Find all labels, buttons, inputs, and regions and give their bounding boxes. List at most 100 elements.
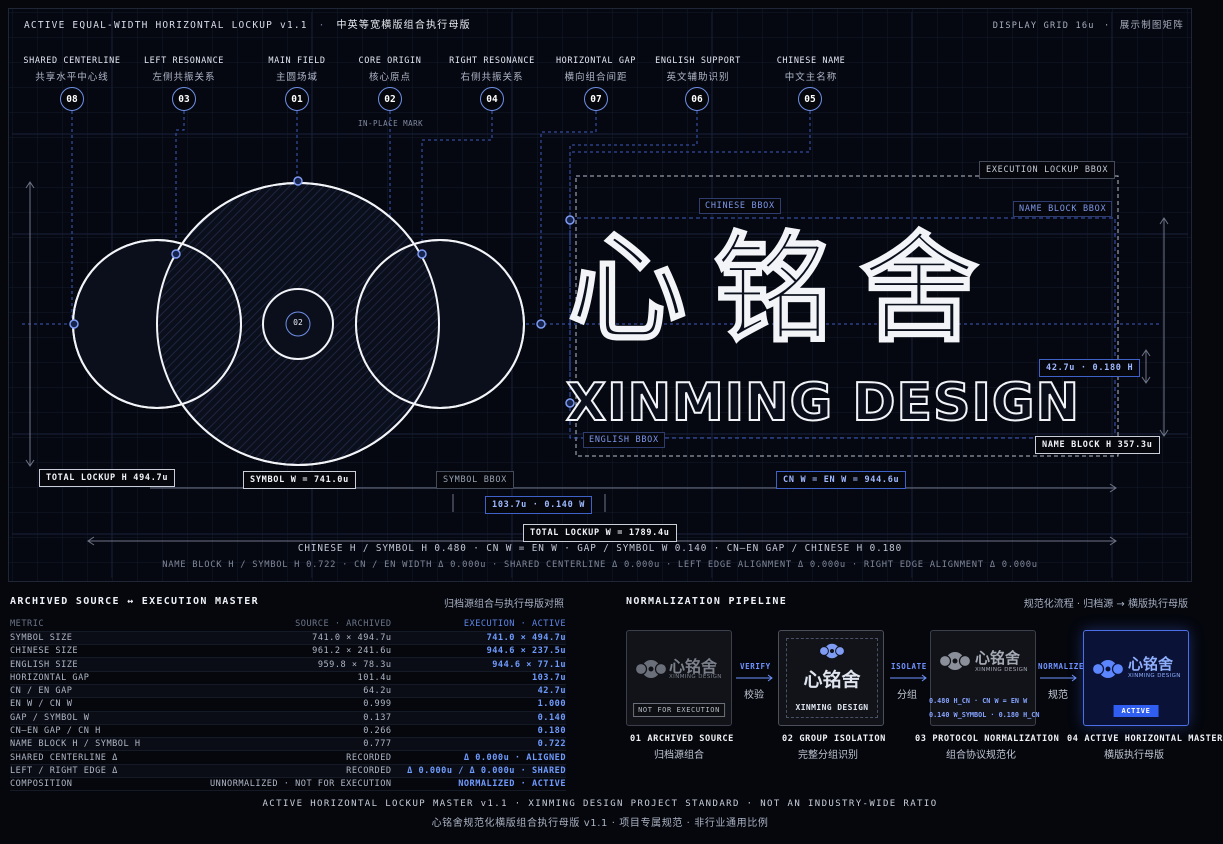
name-block-bbox-tag: NAME BLOCK BBOX (1013, 201, 1113, 217)
pipeline-card-archived: 心铭舍 XINMING DESIGN NOT FOR EXECUTION (626, 630, 732, 726)
arrow-right-icon (890, 674, 927, 682)
execution-bbox-frame (575, 175, 1119, 457)
header-metric: METRIC (10, 619, 45, 630)
page-title: ACTIVE EQUAL-WIDTH HORIZONTAL LOCKUP v1.… (24, 20, 471, 31)
step-title: 02 GROUP ISOLATION (782, 734, 886, 744)
symbol-icon (938, 652, 972, 670)
name-block-bbox-frame (569, 217, 1116, 439)
callout-number-07: 07 (584, 87, 608, 111)
step-cn: 横版执行母版 (1104, 750, 1164, 761)
header-source: SOURCE · ARCHIVED (295, 619, 392, 630)
pipeline-card-isolation: 心铭舍 XINMING DESIGN (778, 630, 884, 726)
name-block-height-tag: NAME BLOCK H 357.3u (1035, 436, 1160, 454)
isolation-frame (786, 638, 878, 718)
normalization-note-1: 0.480 H_CN · CN W = EN W (929, 697, 1028, 705)
arrow-right-icon (736, 674, 773, 682)
callout-number-02: 02 (378, 87, 402, 111)
arrow-verify-cn: 校验 (744, 690, 764, 701)
core-origin-label: 02 (293, 318, 303, 327)
pipeline-card-active: 心铭舍 XINMING DESIGN ACTIVE (1083, 630, 1189, 726)
symbol-mark (72, 182, 525, 466)
pipeline-title-cn: 规范化流程 · 归档源 → 横版执行母版 (1023, 599, 1188, 610)
symbol-icon (1091, 660, 1125, 678)
arrow-verify-label: VERIFY (740, 662, 771, 671)
step-title: 01 ARCHIVED SOURCE (630, 734, 734, 744)
footer-line-cn: 心铭舍规范化横版组合执行母版 v1.1 · 项目专属规范 · 非行业通用比例 (431, 818, 769, 829)
total-lockup-width-tag: TOTAL LOCKUP W = 1789.4u (523, 524, 677, 542)
ratio-formula-secondary: NAME BLOCK H / SYMBOL H 0.722 · CN / EN … (162, 560, 1038, 570)
mini-wordmark-cn: 心铭舍 (1128, 655, 1174, 673)
symbol-icon (819, 643, 845, 659)
pipeline-panel: NORMALIZATION PIPELINE 规范化流程 · 归档源 → 横版执… (614, 588, 1222, 800)
title-cn: 中英等宽横版组合执行母版 (336, 20, 471, 31)
anchor-points (69, 176, 575, 408)
cn-en-gap-tag: 42.7u · 0.180 H (1039, 359, 1141, 377)
callout-number-01: 01 (285, 87, 309, 111)
in-place-mark-note: IN-PLACE MARK (358, 119, 424, 128)
table-title-cn: 归档源组合与执行母版对照 (444, 599, 564, 610)
comparison-table-panel: ARCHIVED SOURCE ↔ EXECUTION MASTER 归档源组合… (0, 588, 580, 800)
total-lockup-height-tag: TOTAL LOCKUP H 494.7u (39, 469, 176, 487)
english-bbox-tag: ENGLISH BBOX (583, 432, 665, 448)
mini-wordmark-cn: 心铭舍 (975, 649, 1021, 667)
title-en: ACTIVE EQUAL-WIDTH HORIZONTAL LOCKUP v1.… (24, 20, 308, 31)
arrow-normalize-label: NORMALIZE (1038, 662, 1085, 671)
symbol-bbox-tag: SYMBOL BBOX (436, 471, 514, 489)
active-badge: ACTIVE (1113, 705, 1159, 717)
step-cn: 归档源组合 (654, 750, 704, 761)
chinese-bbox-tag: CHINESE BBOX (699, 198, 781, 214)
grid-size: DISPLAY GRID 16u (992, 21, 1095, 31)
cn-en-width-tag: CN W = EN W = 944.6u (776, 471, 907, 489)
header-active: EXECUTION · ACTIVE (463, 619, 566, 630)
grid-label: DISPLAY GRID 16u · 展示制图矩阵 (992, 20, 1184, 31)
pipeline-title: NORMALIZATION PIPELINE (626, 596, 788, 607)
arrow-normalize-cn: 规范 (1048, 690, 1068, 701)
mini-wordmark-cn: 心铭舍 (803, 669, 861, 691)
step-cn: 组合协议规范化 (946, 750, 1016, 761)
step-cn: 完整分组识别 (798, 750, 858, 761)
callout-number-04: 04 (480, 87, 504, 111)
callout-number-05: 05 (798, 87, 822, 111)
wordmark-chinese: 心铭舍 (567, 219, 1007, 360)
execution-bbox-tag: EXECUTION LOCKUP BBOX (979, 161, 1116, 179)
arrow-isolate-label: ISOLATE (891, 662, 927, 671)
wordmark-english: XINMING DESIGN (565, 372, 1081, 434)
mini-wordmark-en: XINMING DESIGN (669, 674, 722, 680)
not-for-execution-tag: NOT FOR EXECUTION (633, 703, 725, 717)
arrow-isolate-cn: 分组 (897, 690, 917, 701)
footer-line-en: ACTIVE HORIZONTAL LOCKUP MASTER v1.1 · X… (262, 799, 938, 809)
arrow-right-icon (1040, 674, 1077, 682)
callout-number-03: 03 (172, 87, 196, 111)
mini-wordmark-en: XINMING DESIGN (1128, 673, 1181, 679)
mini-wordmark-en-tag: XINMING DESIGN (795, 703, 869, 712)
grid-cn: 展示制图矩阵 (1119, 20, 1184, 31)
pipeline-card-normalization: 心铭舍 XINMING DESIGN 0.480 H_CN · CN W = E… (929, 630, 1040, 726)
step-title: 03 PROTOCOL NORMALIZATION (915, 734, 1060, 744)
ratio-formula-primary: CHINESE H / SYMBOL H 0.480 · CN W = EN W… (297, 543, 903, 554)
normalization-note-2: 0.140 W_SYMBOL · 0.180 H_CN (929, 711, 1040, 719)
step-title: 04 ACTIVE HORIZONTAL MASTER (1067, 734, 1223, 744)
horizontal-gap-tag: 103.7u · 0.140 W (485, 496, 593, 514)
comparison-table: METRIC SOURCE · ARCHIVED EXECUTION · ACT… (10, 618, 566, 791)
symbol-width-tag: SYMBOL W = 741.0u (243, 471, 356, 489)
table-title: ARCHIVED SOURCE ↔ EXECUTION MASTER (10, 596, 259, 607)
